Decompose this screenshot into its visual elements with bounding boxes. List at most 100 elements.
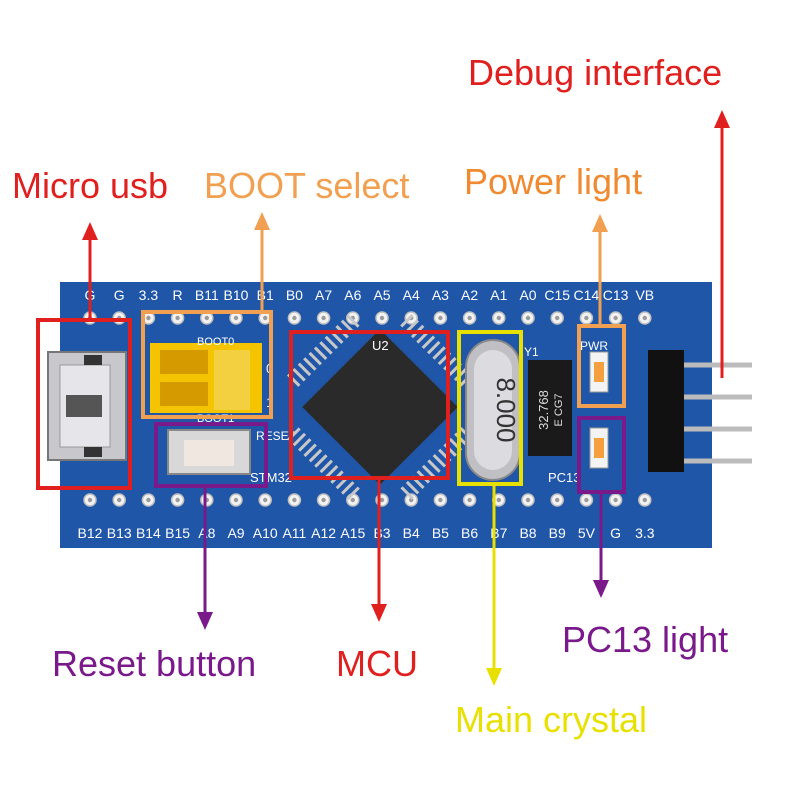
power-led: PWR: [580, 339, 609, 393]
top-pin-label: C15: [544, 287, 570, 303]
mcu-leg: [324, 335, 339, 350]
mcu-label: MCU: [336, 643, 418, 684]
rtc-crystal-component: 32.768 E CG7 Y1: [524, 345, 572, 456]
mcu-leg: [292, 368, 306, 382]
mcu-leg: [319, 459, 333, 474]
mcu-leg: [308, 448, 323, 463]
mcu-chip: U2: [287, 314, 473, 500]
top-pin-label: A1: [490, 287, 507, 303]
bottom-pin-hole: [584, 497, 589, 503]
bottom-pin-hole: [263, 497, 268, 503]
mcu-leg: [313, 346, 328, 360]
top-pin-label: B10: [224, 287, 249, 303]
top-pin-hole: [204, 315, 209, 321]
debug-header: [648, 350, 752, 472]
boot-select-highlight: [141, 310, 273, 419]
top-pin-label: G: [114, 287, 125, 303]
micro-usb-arrow: [82, 222, 98, 322]
mcu-leg: [405, 480, 420, 495]
mcu-leg: [421, 335, 436, 349]
y1-silk: Y1: [524, 345, 539, 359]
mcu-leg: [303, 357, 317, 371]
bottom-pin-hole: [87, 497, 93, 503]
u2-silk: U2: [372, 338, 389, 353]
mcu-leg: [432, 454, 447, 468]
bottom-pin-label: B14: [136, 525, 161, 541]
bottom-pin-hole: [350, 497, 355, 503]
mcu-leg: [303, 443, 317, 457]
crystal-main-marking: 8.000: [491, 377, 521, 442]
top-pin-label: 3.3: [139, 287, 159, 303]
top-pin-label: A6: [344, 287, 361, 303]
top-pin-row: GG3.3RB11B10B1B0A7A6A5A4A3A2A1A0C15C14C1…: [83, 287, 654, 325]
top-pin-label: A2: [461, 287, 478, 303]
top-pin-hole: [584, 315, 589, 321]
debug-interface-arrow: [714, 110, 730, 378]
bottom-pin-hole: [292, 497, 297, 503]
bottom-pin-hole: [525, 497, 531, 503]
top-pin-hole: [525, 315, 531, 321]
mcu-leg: [400, 314, 414, 328]
debug-interface-label: Debug interface: [468, 52, 722, 93]
power-light-arrow: [592, 214, 608, 326]
boot0-silk: BOOT0: [197, 336, 234, 348]
reset-button-label: Reset button: [52, 643, 256, 684]
bottom-pin-label: B12: [78, 525, 103, 541]
mcu-leg: [341, 481, 355, 495]
bottom-pin-label: A8: [198, 525, 215, 541]
top-pin-hole: [467, 315, 472, 321]
mcu-leg: [324, 465, 339, 479]
top-pin-label: A7: [315, 287, 332, 303]
bottom-pin-label: B3: [373, 525, 390, 541]
bottom-pin-hole: [233, 497, 239, 503]
bottom-pin-label: A10: [253, 525, 278, 541]
mcu-leg: [292, 432, 307, 447]
mcu-leg: [400, 486, 414, 500]
mcu-arrow: [371, 478, 387, 622]
reset-button-highlight: [154, 422, 268, 488]
mcu-leg: [314, 454, 328, 468]
pc13-light-label: PC13 light: [562, 619, 728, 660]
mcu-leg: [427, 459, 441, 473]
reset-button-arrow: [197, 486, 213, 630]
top-pin-hole: [613, 315, 618, 321]
top-pin-label: A4: [403, 287, 420, 303]
bottom-pin-label: B6: [461, 525, 478, 541]
top-pin-label: B1: [257, 287, 274, 303]
bottom-pin-label: B8: [519, 525, 536, 541]
mcu-leg: [427, 340, 441, 355]
pwr-silk: PWR: [580, 339, 608, 353]
top-pin-hole: [292, 315, 297, 321]
mcu-highlight: [289, 330, 450, 480]
bottom-pin-hole: [555, 497, 560, 503]
micro-usb-highlight: [36, 318, 132, 490]
top-pin-hole: [642, 315, 647, 321]
main-crystal-label: Main crystal: [455, 699, 647, 740]
top-pin-label: A0: [519, 287, 536, 303]
top-pin-label: B11: [195, 287, 219, 303]
top-pin-hole: [438, 315, 443, 321]
top-pin-label: B0: [286, 287, 303, 303]
bottom-pin-label: A9: [227, 525, 244, 541]
mcu-leg: [308, 351, 322, 366]
mcu-leg: [405, 319, 419, 333]
mcu-leg: [432, 346, 446, 360]
bottom-pin-hole: [613, 497, 618, 503]
bottom-pin-label: B4: [403, 525, 420, 541]
micro-usb-label: Micro usb: [12, 165, 168, 206]
stm32-silk: STM32: [250, 470, 292, 485]
top-pin-hole: [263, 315, 268, 321]
top-pin-label: C13: [603, 287, 629, 303]
top-pin-hole: [379, 315, 385, 321]
rtc-crystal-marking: 32.768: [536, 390, 551, 430]
main-crystal-component: 8.000: [465, 339, 521, 481]
pc13-silk: PC13: [548, 470, 581, 485]
bottom-pin-hole: [379, 497, 385, 503]
pc13-led: PC13: [548, 427, 609, 485]
pc13-light-arrow: [593, 492, 609, 598]
power-light-label: Power light: [464, 161, 642, 202]
bottom-pin-hole: [146, 497, 151, 503]
main-crystal-arrow: [486, 484, 502, 686]
top-pin-label: VB: [635, 287, 654, 303]
